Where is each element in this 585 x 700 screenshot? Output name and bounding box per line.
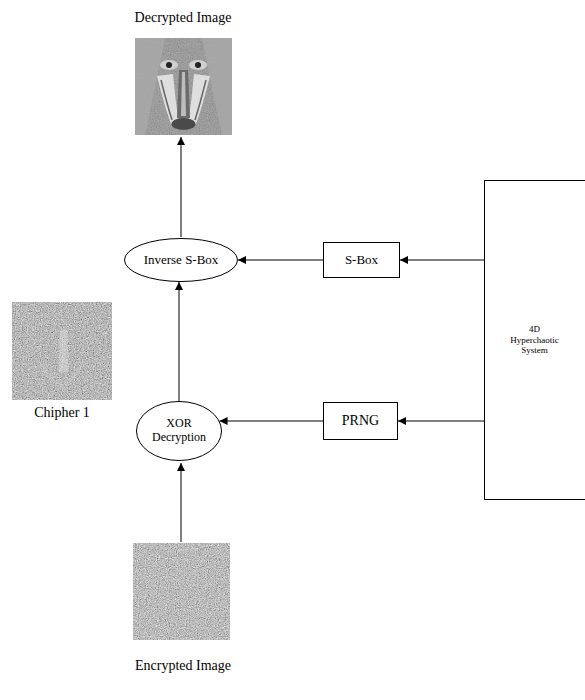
ellipse-shape xyxy=(137,402,222,461)
input-arrow xyxy=(181,463,182,542)
decrypted-image xyxy=(135,38,232,135)
ellipse-shape xyxy=(125,239,238,282)
process-box: PRNG xyxy=(323,402,398,440)
connector-arrow xyxy=(220,421,323,422)
image-caption: Decrypted Image xyxy=(135,10,232,26)
image-caption: Chipher 1 xyxy=(34,405,90,421)
image-caption: Encrypted Image xyxy=(135,658,231,674)
node-label: XOR Decryption xyxy=(152,417,206,445)
connector-arrow xyxy=(179,282,180,401)
connector-arrow xyxy=(398,421,484,422)
connector-arrow xyxy=(400,260,484,261)
node-label: PRNG xyxy=(342,413,379,429)
cipher-image xyxy=(12,302,112,400)
output-arrow xyxy=(181,137,182,237)
encrypted-image xyxy=(133,543,230,640)
node-label: S-Box xyxy=(345,253,378,268)
process-ellipse: Inverse S-Box xyxy=(124,238,238,282)
node-label: Inverse S-Box xyxy=(144,253,219,268)
process-box: S-Box xyxy=(323,242,400,278)
process-ellipse: XOR Decryption xyxy=(136,401,222,461)
system-box: 4D Hyperchaotic System xyxy=(484,180,585,500)
node-label: 4D Hyperchaotic System xyxy=(510,324,558,355)
connector-arrow xyxy=(238,260,323,261)
